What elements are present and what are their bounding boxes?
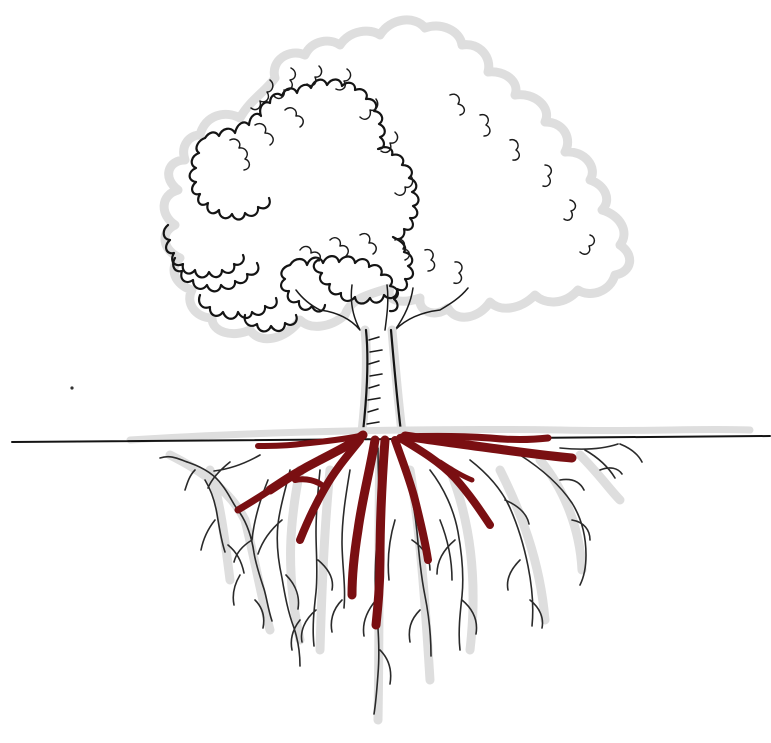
- tree-canopy: [164, 20, 630, 339]
- tree-trunk: [362, 330, 402, 432]
- ground-line: [12, 429, 770, 442]
- ink-speck: [70, 386, 73, 389]
- root-network: [160, 444, 642, 720]
